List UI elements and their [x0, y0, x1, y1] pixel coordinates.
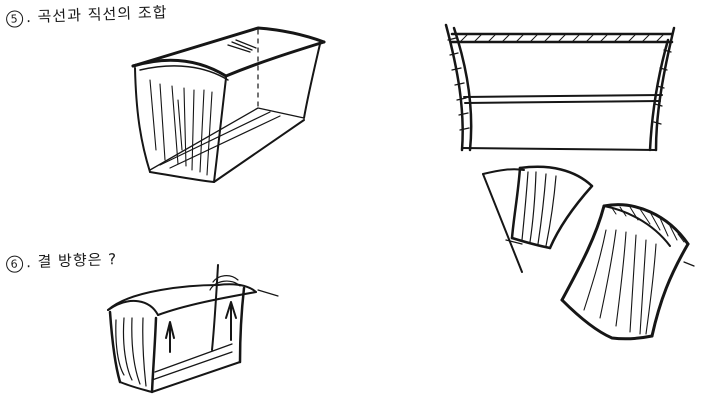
- sketch-shelf-front: [444, 23, 676, 152]
- note-text: . 결 방향은 ?: [25, 250, 118, 272]
- sketch-box-curved-top: [131, 26, 326, 183]
- sketch-grain-box: [107, 264, 279, 394]
- circled-number: 6: [5, 255, 24, 273]
- note-six: 6. 결 방향은 ?: [5, 248, 118, 273]
- circled-number: 5: [5, 10, 24, 28]
- sketch-segment-shaded: [560, 203, 695, 341]
- sketch-segment-open: [482, 165, 594, 273]
- note-text: . 곡선과 직선의 조합: [25, 3, 168, 27]
